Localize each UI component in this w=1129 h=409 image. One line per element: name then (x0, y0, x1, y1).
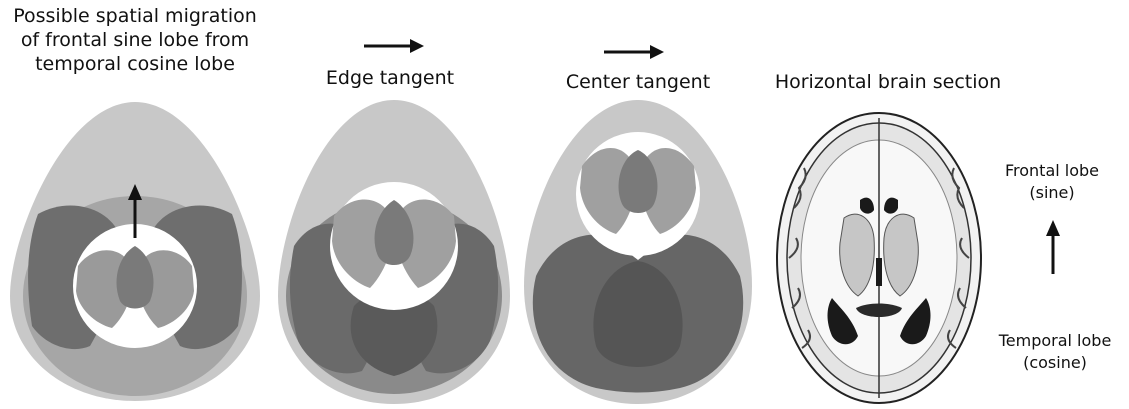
temporal-lobe-label-line2: (cosine) (1023, 353, 1087, 372)
panel3-egg-diagram (524, 100, 752, 404)
panel1-up-arrow-icon (128, 184, 142, 200)
brain-left-gyri (788, 167, 811, 349)
panel4-title: Horizontal brain section (774, 71, 1002, 93)
panel1-title-line1: Possible spatial migration (13, 5, 257, 27)
panel3-small-center (618, 150, 658, 213)
brain-left-ventricle-posterior (827, 298, 858, 345)
panel1-title-line3: temporal cosine lobe (35, 53, 235, 75)
panel1-small-center (116, 246, 154, 309)
frontal-lobe-label-line2: (sine) (1029, 183, 1075, 202)
brain-section-illustration (776, 112, 982, 404)
brain-right-thalamus (883, 213, 919, 297)
brain-right-ventricle-front (884, 197, 898, 214)
panel1-title-line2: of frontal sine lobe from (20, 29, 250, 51)
panel2-right-arrow-icon (364, 39, 424, 53)
panel3-white-notch (620, 226, 656, 260)
temporal-lobe-label: Temporal lobe (cosine) (985, 330, 1125, 374)
panel1-title: Possible spatial migration of frontal si… (0, 4, 270, 76)
panel1-white-notch (120, 318, 150, 342)
panel1-egg-diagram (10, 102, 260, 401)
brain-third-ventricle (876, 258, 882, 286)
panel2-title: Edge tangent (325, 67, 455, 89)
panel2-bottom-lobe (350, 291, 438, 376)
brain-corpus-callosum (856, 303, 902, 317)
frontal-up-arrow-icon (1046, 220, 1060, 274)
panel3-title: Center tangent (565, 71, 711, 93)
brain-left-ventricle-front (860, 197, 874, 214)
panel3-right-arrow-icon (604, 45, 664, 59)
panel2-small-center (374, 200, 414, 265)
frontal-lobe-label-line1: Frontal lobe (1004, 161, 1100, 180)
frontal-lobe-label: Frontal lobe (sine) (992, 160, 1112, 204)
panel2-white-notch (378, 276, 410, 302)
panel3-large-center (593, 261, 683, 367)
brain-right-ventricle-posterior (900, 298, 931, 345)
brain-left-thalamus (839, 213, 875, 297)
temporal-lobe-label-line1: Temporal lobe (998, 331, 1112, 350)
brain-right-gyri (947, 167, 970, 349)
panel2-egg-diagram (278, 100, 510, 404)
